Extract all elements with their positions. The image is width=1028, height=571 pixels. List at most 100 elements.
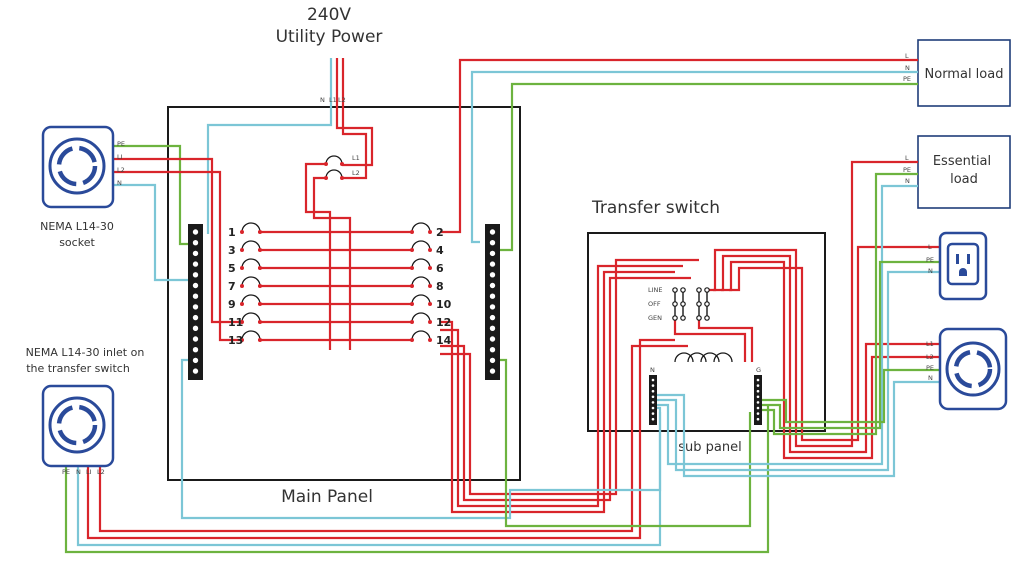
inlet-pe-tag: PE xyxy=(62,468,70,476)
right-ground xyxy=(758,368,940,424)
ts-terminal xyxy=(680,315,686,321)
utility-l1-wire xyxy=(335,58,374,167)
normal-load-label: Normal load xyxy=(925,67,1004,82)
transfer-feed-b xyxy=(440,264,683,508)
bus-left-holes-hole xyxy=(192,335,199,343)
inlet-label-line1: NEMA L14-30 inlet on xyxy=(26,346,145,359)
ts-terminal xyxy=(696,301,702,307)
sub-n-holes-hole xyxy=(651,400,655,405)
breaker-7: 7 xyxy=(228,276,262,293)
socket-label-line1: NEMA L14-30 xyxy=(40,220,114,233)
main-panel-label: Main Panel xyxy=(281,487,373,507)
sub-g-holes-hole xyxy=(756,378,760,382)
nema-l14-30-socket xyxy=(41,125,115,209)
switch-off-label: OFF xyxy=(648,300,661,308)
outlet-l-tag: L xyxy=(928,243,932,251)
bus-left-holes-hole xyxy=(192,228,199,236)
ts-terminal xyxy=(680,301,686,307)
bus-right-holes-hole xyxy=(489,335,496,343)
bus-right-holes-hole xyxy=(489,346,496,354)
bus-right-holes-hole xyxy=(489,324,496,332)
sub-bus-n-tag: N xyxy=(650,366,655,374)
bus-left-holes-hole xyxy=(192,292,199,300)
sub-n-holes-hole xyxy=(651,406,655,410)
ts-terminal xyxy=(672,301,678,307)
inlet-l2-tag: L2 xyxy=(97,468,105,476)
breaker-number-10: 10 xyxy=(436,298,452,311)
utility-l1-tag: L1 xyxy=(329,96,337,104)
outlet-ground xyxy=(758,260,940,430)
bus-right-holes-hole xyxy=(489,239,496,246)
sub-g-holes-hole xyxy=(756,406,760,410)
socket-l1-wire xyxy=(113,157,240,324)
breaker-number-8: 8 xyxy=(436,280,444,293)
sub-g-holes-hole xyxy=(756,417,760,422)
duplex-outlet xyxy=(938,231,988,301)
socket-pe-wire xyxy=(113,144,195,246)
essential-load-n-tag: N xyxy=(905,177,910,185)
breaker-5: 5 xyxy=(228,258,262,275)
sub-n-holes-hole xyxy=(651,411,655,416)
sub-panel-breakers xyxy=(674,352,733,363)
bus-left-holes-hole xyxy=(192,303,199,311)
breaker-number-6: 6 xyxy=(436,262,444,275)
socket-n-wire xyxy=(113,183,195,282)
sub-panel-neutral-bus xyxy=(649,375,657,425)
inlet-l2-wire xyxy=(98,344,688,533)
right-socket-l2-tag: L2 xyxy=(926,353,934,361)
sub-n-holes-hole xyxy=(651,394,655,399)
transfer-switch-box xyxy=(587,232,826,432)
ts-terminal xyxy=(704,287,710,293)
inlet-label-line2: the transfer switch xyxy=(26,362,130,375)
ts-terminal xyxy=(696,287,702,293)
utility-power-voltage: 240V xyxy=(307,5,351,25)
socket-label-line2: socket xyxy=(59,236,95,249)
sub-g-holes-hole xyxy=(756,400,760,405)
breaker-2: 2 xyxy=(410,222,444,239)
main-breaker xyxy=(324,155,344,180)
sub-n-holes-hole xyxy=(651,383,655,388)
utility-n-tag: N xyxy=(320,96,325,104)
outlet-n-tag: N xyxy=(928,267,933,275)
sub-g-holes-hole xyxy=(756,383,760,388)
essential-ess-l xyxy=(705,160,918,448)
bus-left-holes-hole xyxy=(192,250,199,257)
main-right-bus-bar xyxy=(485,224,500,380)
essential-right-l1 xyxy=(713,254,940,454)
essential-right-l2 xyxy=(721,260,940,460)
breaker-13: 13 xyxy=(228,330,262,347)
inlet-pe-wire xyxy=(64,406,770,554)
bus-right-holes-hole xyxy=(489,303,496,311)
ts-terminal xyxy=(672,315,678,321)
essential-load-pe-tag: PE xyxy=(903,166,911,174)
bus-right-holes-hole xyxy=(489,250,496,257)
right-socket-n-tag: N xyxy=(928,374,933,382)
normal-load-pe-tag: PE xyxy=(903,75,911,83)
bus-right-holes-hole xyxy=(489,314,496,321)
bus-right-holes-hole xyxy=(489,367,496,375)
bus-left-holes-hole xyxy=(192,324,199,332)
transfer-feed-d xyxy=(440,258,699,496)
breaker-8: 8 xyxy=(410,276,444,293)
nema-l14-30-socket-right xyxy=(938,327,1008,411)
breaker-6: 6 xyxy=(410,258,444,275)
sub-n-holes-hole xyxy=(651,389,655,394)
ts-terminal xyxy=(672,287,678,293)
right-socket-l1-tag: L1 xyxy=(926,340,934,348)
utility-l2-tag: L2 xyxy=(338,96,346,104)
breaker-14: 14 xyxy=(410,330,452,347)
breaker-1: 1 xyxy=(228,222,262,239)
bus-left-holes-hole xyxy=(192,271,199,279)
bus-right-holes-hole xyxy=(489,292,496,300)
breaker-number-1: 1 xyxy=(228,226,236,239)
normal-load-box xyxy=(917,39,1011,107)
inlet-l1-tag: LI xyxy=(86,468,92,476)
transfer-switch-label: Transfer switch xyxy=(591,198,720,218)
normal-load-l-tag: L xyxy=(905,52,909,60)
breaker-number-5: 5 xyxy=(228,262,236,275)
ts-terminal xyxy=(696,315,702,321)
bus-left-holes-hole xyxy=(192,282,199,289)
essential-load-box xyxy=(917,135,1011,209)
ts-terminal xyxy=(704,301,710,307)
